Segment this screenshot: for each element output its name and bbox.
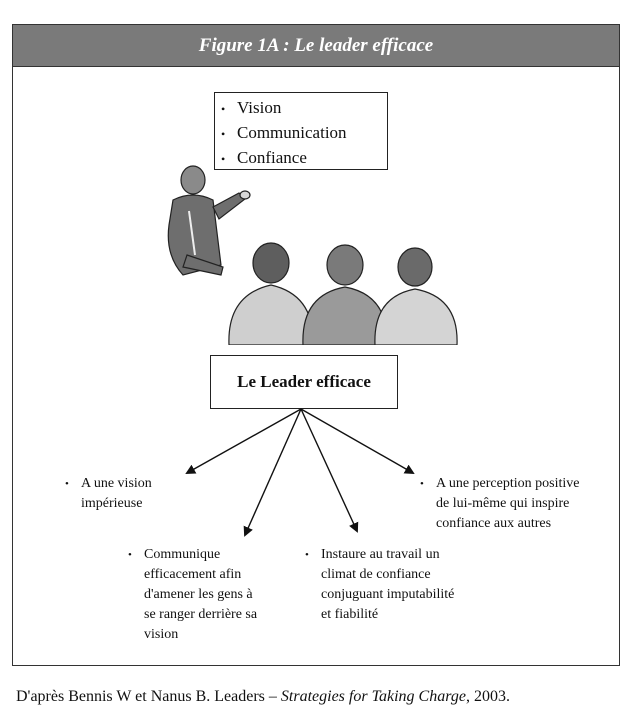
trait-line: et fiabilité xyxy=(321,607,379,622)
presenter-illustration xyxy=(167,165,458,345)
trait-line: d'amener les gens à xyxy=(144,587,253,602)
trait-line: se ranger derrière sa xyxy=(144,607,258,622)
trait-line: A une vision xyxy=(81,476,152,491)
list-item: • Communication xyxy=(221,121,387,146)
presenter-figure xyxy=(167,165,251,276)
arrow-to-trait-1 xyxy=(185,408,302,474)
list-item: • Confiance xyxy=(221,146,387,171)
caption-suffix: , 2003. xyxy=(465,688,510,705)
trait-line: climat de confiance xyxy=(321,567,431,582)
trait-line: efficacement afin xyxy=(144,567,242,582)
trait-line: de lui-même qui inspire xyxy=(436,496,570,511)
trait-line: confiance aux autres xyxy=(436,516,552,531)
bullet-icon: • xyxy=(128,549,132,561)
arrow-to-trait-2 xyxy=(243,408,302,537)
key-qualities-list: • Vision • Communication • Confiance xyxy=(221,96,387,171)
bullet-icon: • xyxy=(221,102,226,117)
trait-vision: • A une vision impérieuse xyxy=(65,474,152,514)
caption-prefix: D'après Bennis W et Nanus B. Leaders – xyxy=(16,688,281,705)
bullet-icon: • xyxy=(65,478,69,490)
list-item-label: Confiance xyxy=(237,148,307,168)
center-label-box: Le Leader efficace xyxy=(210,355,398,409)
trait-line: impérieuse xyxy=(81,496,143,511)
figure-title: Figure 1A : Le leader efficace xyxy=(13,25,619,67)
arrow-to-trait-4 xyxy=(300,408,415,474)
key-qualities-box: • Vision • Communication • Confiance xyxy=(214,92,388,170)
audience-member-2 xyxy=(302,244,388,345)
trait-communication: • Communique efficacement afin d'amener … xyxy=(128,545,258,645)
list-item-label: Communication xyxy=(237,123,347,143)
trait-trust-climate: • Instaure au travail un climat de confi… xyxy=(305,545,455,625)
audience-member-3 xyxy=(374,247,458,345)
trait-line: A une perception positive xyxy=(436,476,580,491)
arrow-to-trait-3 xyxy=(300,408,359,533)
connector-arrows xyxy=(185,408,415,537)
bullet-icon: • xyxy=(221,127,226,142)
bullet-icon: • xyxy=(221,152,226,167)
trait-line: Instaure au travail un xyxy=(321,547,440,562)
figure-frame: Figure 1A : Le leader efficace • Vision •… xyxy=(12,24,620,666)
bullet-icon: • xyxy=(420,478,424,490)
list-item-label: Vision xyxy=(237,98,282,117)
bullet-icon: • xyxy=(305,549,309,561)
audience-member-1 xyxy=(228,242,314,345)
caption-book-title: Strategies for Taking Charge xyxy=(280,688,466,705)
source-caption: D'après Bennis W et Nanus B. Leaders – S… xyxy=(16,688,510,706)
trait-self-perception: • A une perception positive de lui-même … xyxy=(420,474,580,534)
trait-line: vision xyxy=(144,627,179,642)
trait-line: Communique xyxy=(144,547,221,562)
list-item: • Vision xyxy=(221,96,387,121)
trait-line: conjuguant imputabilité xyxy=(321,587,455,602)
